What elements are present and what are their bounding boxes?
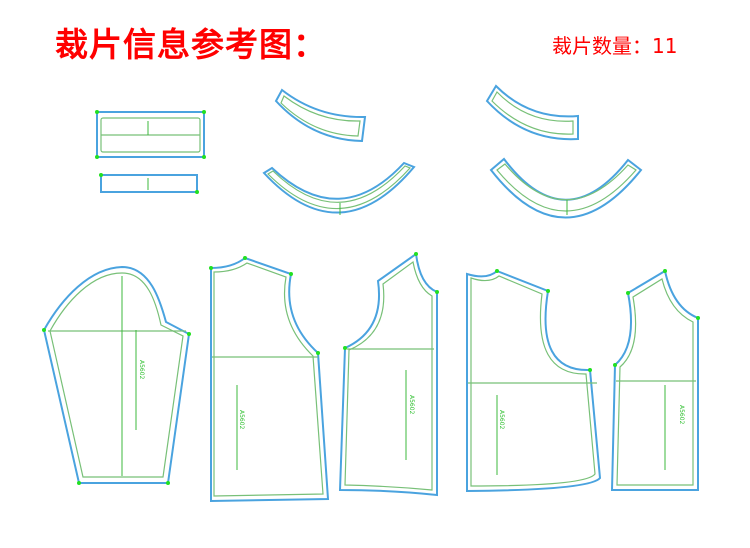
piece-front-left: A5602: [210, 256, 330, 503]
piece-collar-upper-left: [274, 88, 367, 143]
piece-label: A5602: [408, 395, 415, 415]
piece-sleeve: A5602: [42, 265, 191, 484]
piece-back-left: A5602: [338, 252, 438, 497]
piece-back-right: A5602: [610, 269, 699, 491]
piece-collar-upper-right: [485, 84, 579, 141]
piece-waistband: [96, 111, 205, 158]
piece-label: A5602: [498, 410, 505, 430]
piece-front-right: A5602: [466, 269, 602, 493]
piece-label: A5602: [138, 360, 145, 380]
piece-small-strip: [100, 174, 198, 193]
piece-label: A5602: [238, 410, 245, 430]
corner-markers: [42, 110, 700, 485]
piece-collar-lower-left: [262, 161, 416, 215]
piece-label: A5602: [678, 405, 685, 425]
piece-count: 裁片数量：11: [552, 34, 678, 58]
piece-collar-lower-right: [489, 157, 643, 219]
page-title: 裁片信息参考图：: [55, 25, 327, 64]
